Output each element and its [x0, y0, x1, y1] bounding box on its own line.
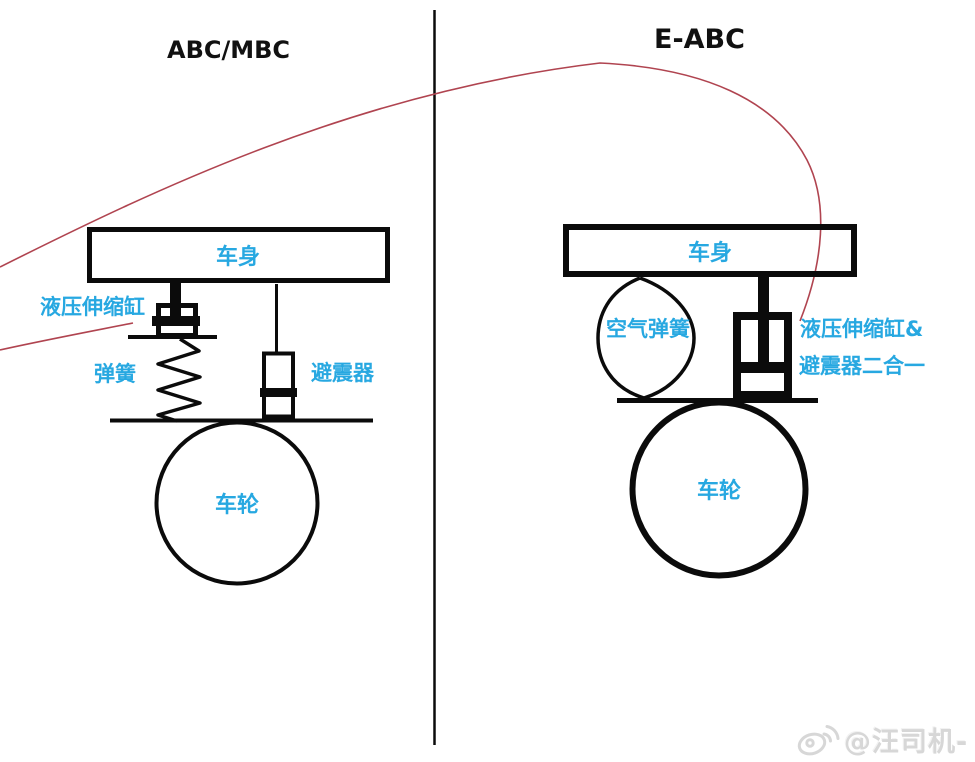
- right-combined-unit-label-line2: 避震器二合一: [799, 354, 925, 378]
- watermark: @汪司机-: [796, 720, 968, 759]
- left-shock-absorber-piston-band: [260, 388, 297, 397]
- left-hydraulic-piston-band: [152, 316, 200, 326]
- right-wheel-circle: [629, 399, 809, 579]
- right-air-spring-label: 空气弹簧: [606, 317, 690, 341]
- left-shock-absorber-cylinder-outline: [262, 351, 295, 419]
- left-car-body: 车身: [89, 229, 387, 280]
- right-wheel-label: 车轮: [696, 479, 741, 504]
- right-car-body-label: 车身: [687, 240, 732, 266]
- left-shock-absorber-label: 避震器: [311, 361, 374, 385]
- left-car-body-outline: [87, 227, 390, 283]
- right-combined-cylinder-outline: [733, 312, 792, 399]
- watermark-handle: @汪司机-: [844, 727, 969, 758]
- left-hydraulic-piston-rod: [170, 282, 181, 322]
- right-car-body: 车身: [566, 227, 854, 274]
- right-combined-piston-band: [734, 362, 791, 373]
- left-wheel-label: 车轮: [214, 493, 259, 518]
- red-annotation-curve: [0, 62, 822, 322]
- left-wheel-circle: [154, 420, 320, 586]
- weibo-logo-icon: [797, 724, 840, 755]
- left-car-body-label: 车身: [215, 244, 260, 270]
- left-coil-spring-zigzag: [156, 337, 202, 423]
- red-annotation-curve-left-tail: [0, 322, 134, 351]
- left-spring-label: 弹簧: [94, 362, 136, 386]
- right-combined-unit-label-line1: 液压伸缩缸&: [800, 317, 924, 341]
- left-hydraulic-cylinder-label: 液压伸缩缸: [40, 295, 145, 319]
- left-panel-title: ABC/MBC: [167, 36, 291, 64]
- right-wheel: 车轮: [632, 402, 806, 576]
- left-wheel: 车轮: [157, 423, 317, 583]
- right-car-body-outline: [563, 224, 857, 277]
- right-panel-title: E-ABC: [654, 24, 745, 55]
